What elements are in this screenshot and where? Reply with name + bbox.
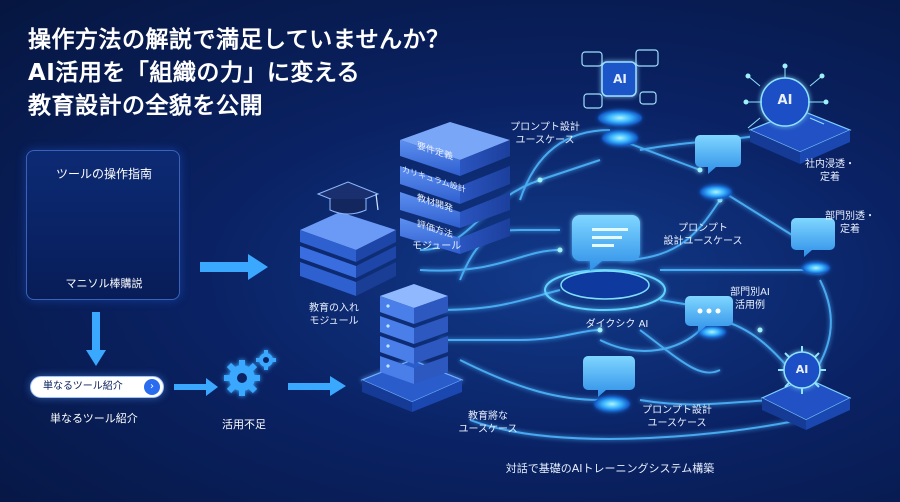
label-prompt-bottom: プロンプト設計ユースケース <box>642 405 712 429</box>
ai-brain-platform <box>743 63 852 164</box>
chat-bubble-icon <box>572 215 640 271</box>
node-chat-icons <box>583 135 835 397</box>
server-stack-icon <box>360 284 464 412</box>
label-module: モジュール <box>412 241 462 252</box>
tool-intro-button[interactable]: 単なるツール紹介 › <box>30 376 164 398</box>
label-prompt-mid: プロンプト設計ユースケース <box>663 223 743 247</box>
page-title: 操作方法の解説で満足していませんか？ AI活用を「組織の力」に変える 教育設計の… <box>28 24 528 123</box>
label-dept: 部門別透・定着 <box>825 211 875 235</box>
chevron-right-icon: › <box>144 379 160 395</box>
footer-label: 対話で基礎のAIトレーニングシステム構築 <box>505 462 715 475</box>
tool-intro-label: 単なるツール紹介 <box>43 381 123 392</box>
typing-dots-icon <box>697 308 721 314</box>
flow-arrows <box>86 254 346 396</box>
tool-intro-caption: 単なるツール紹介 <box>50 412 138 425</box>
ai-badge-brain: AI <box>777 93 793 108</box>
ai-badge-chip: AI <box>795 363 809 376</box>
label-intro-module: 教育の入れモジュール <box>309 303 359 327</box>
label-internal: 社内浸透・定着 <box>805 159 855 183</box>
panel-title: ツールの操作指南 <box>55 167 152 181</box>
label-edu-usecase: 教育將なユースケース <box>458 411 518 435</box>
book-stack-icon <box>300 181 396 296</box>
tool-guide-panel: ツールの操作指南 マニソル棒購説 <box>26 150 180 300</box>
label-dynamic-ai: ダイクシク AI <box>585 319 649 330</box>
title-line-3: 教育設計の全貌を公開 <box>28 93 263 119</box>
title-line-2: AI活用を「組織の力」に変える <box>28 60 361 86</box>
node-discs <box>594 130 830 412</box>
ai-badge-top: AI <box>613 72 627 86</box>
curriculum-stack <box>400 122 510 254</box>
circuit-lines <box>419 129 832 440</box>
ai-chip-top <box>581 49 659 126</box>
gear-icon <box>224 350 276 396</box>
panel-caption: マニソル棒購説 <box>65 277 143 290</box>
gear-caption: 活用不足 <box>222 418 266 431</box>
label-prompt-top: プロンプト設計ユースケース <box>510 122 580 146</box>
central-hub <box>544 269 666 311</box>
ai-chip-bottom <box>760 346 852 430</box>
title-line-1: 操作方法の解説で満足していませんか？ <box>28 27 450 53</box>
